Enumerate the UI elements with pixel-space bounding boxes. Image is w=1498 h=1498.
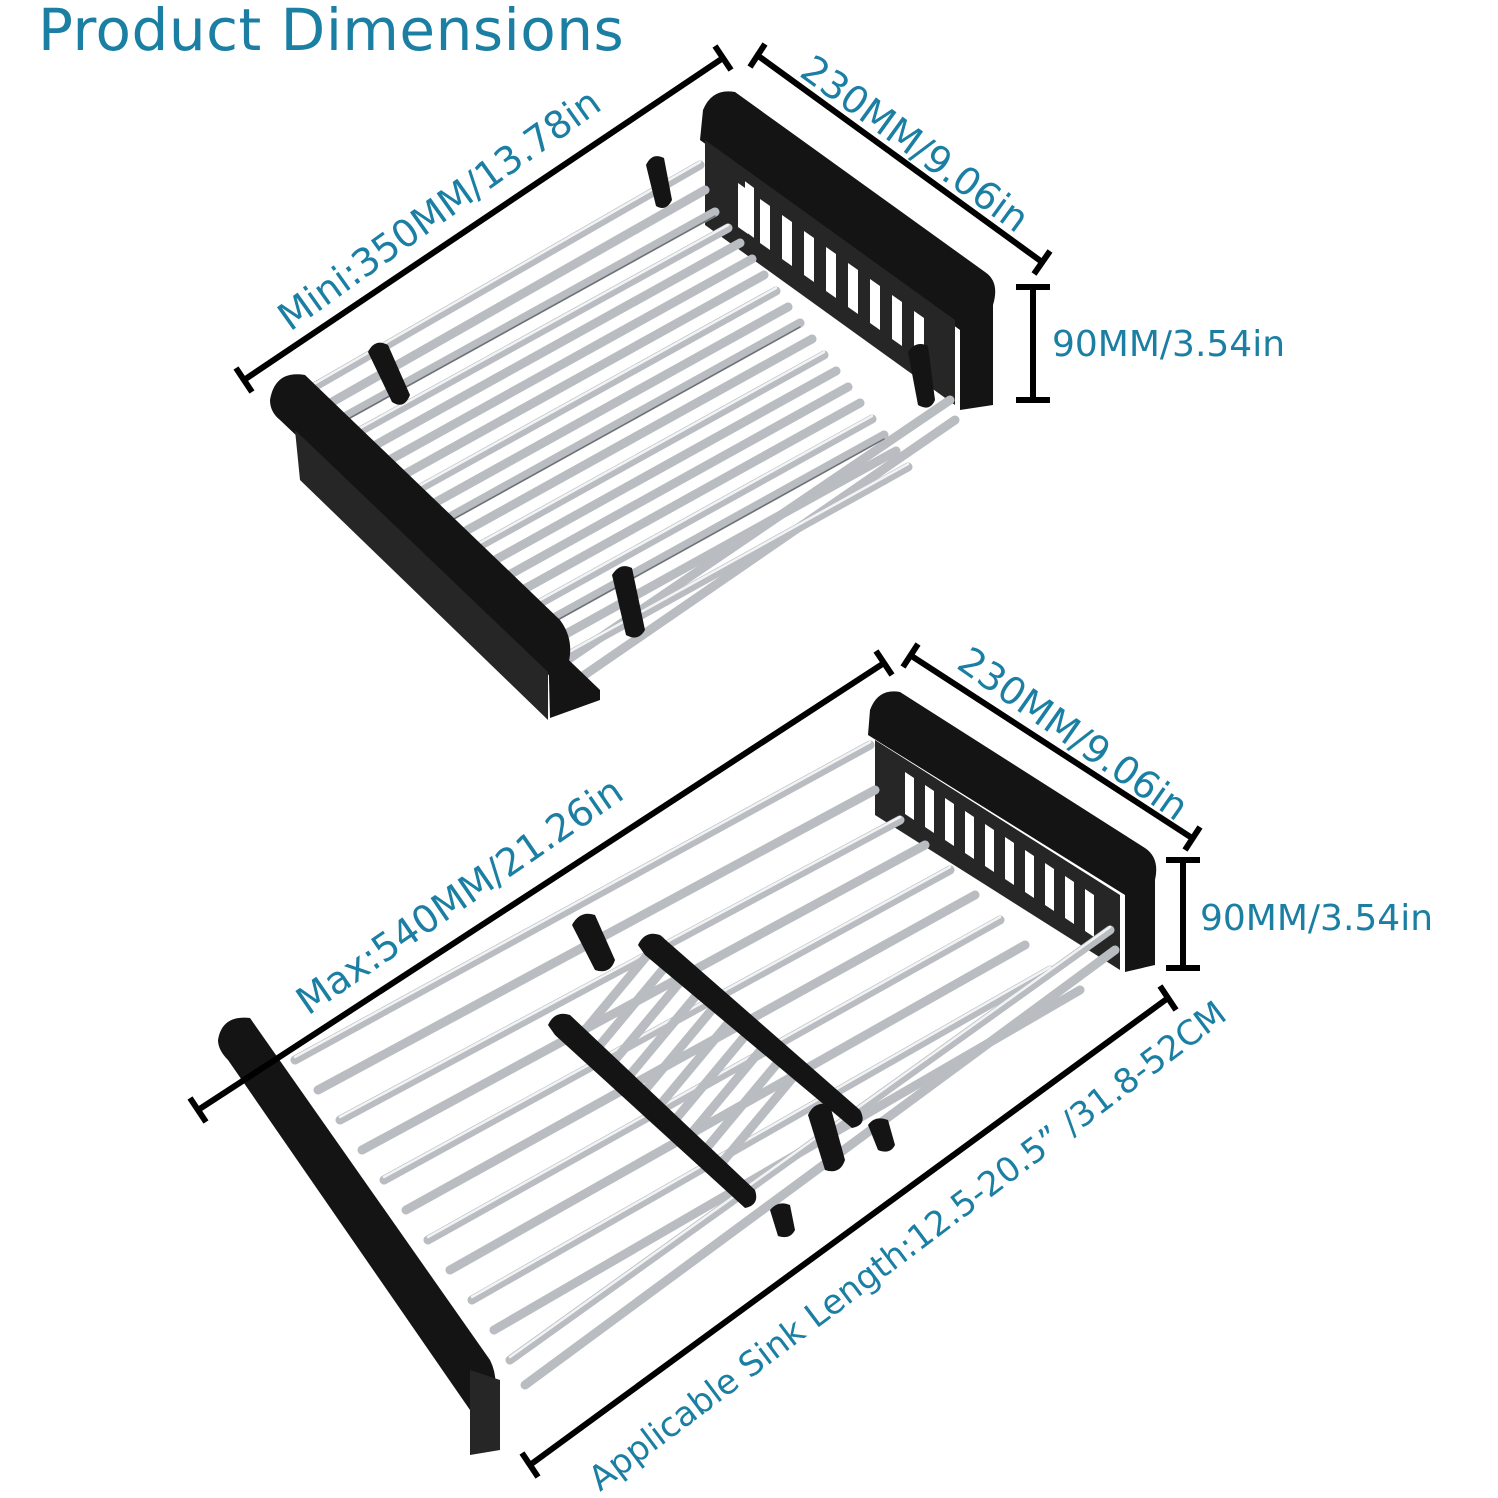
top-basket-clips	[368, 156, 935, 638]
bottom-height-label: 90MM/3.54in	[1200, 898, 1433, 939]
bottom-basket-illustration	[218, 691, 1157, 1455]
top-basket-near-frame	[270, 374, 600, 720]
bottom-basket-far-frame	[868, 691, 1157, 972]
top-basket-rods	[295, 160, 960, 690]
bottom-basket-near-frame	[218, 1017, 500, 1455]
top-height-label: 90MM/3.54in	[1052, 324, 1285, 365]
bottom-length-label: Max:540MM/21.26in	[288, 769, 631, 1024]
bottom-height-dimension: 90MM/3.54in	[1166, 857, 1433, 971]
sink-length-dimension: Applicable Sink Length:12.5-20.5” /31.8-…	[519, 984, 1234, 1498]
page-title: Product Dimensions	[38, 0, 625, 64]
sink-length-label: Applicable Sink Length:12.5-20.5” /31.8-…	[581, 993, 1234, 1498]
top-basket-far-frame	[700, 91, 996, 410]
top-basket-illustration	[270, 91, 996, 720]
bottom-basket-clips	[548, 913, 895, 1238]
bottom-basket-rods	[290, 740, 1120, 1390]
top-height-dimension: 90MM/3.54in	[1016, 284, 1285, 403]
